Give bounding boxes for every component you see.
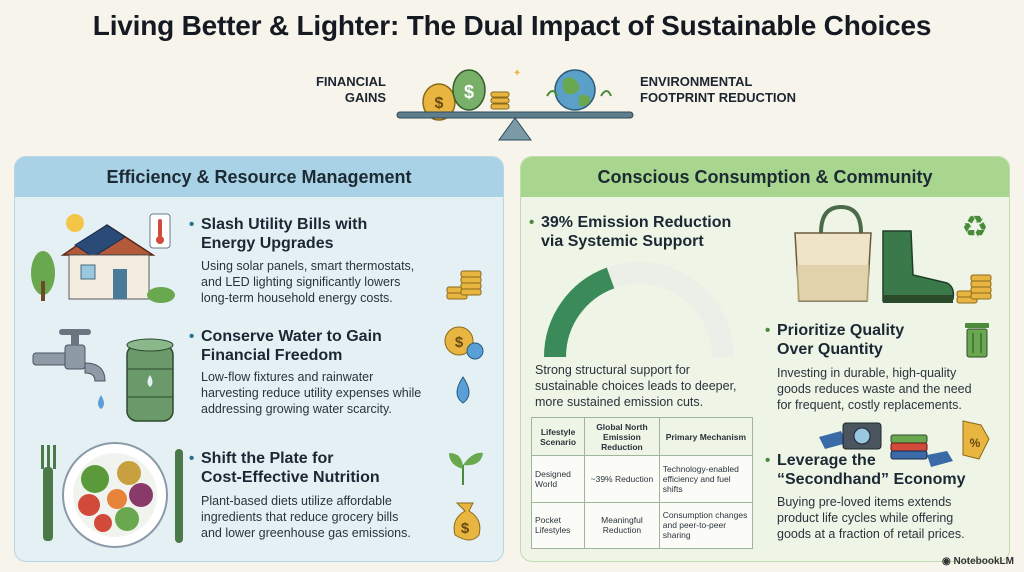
table-row: Pocket Lifestyles Meaningful Reduction C… xyxy=(530,501,754,549)
body-line: sustainable choices leads to deeper, xyxy=(535,379,737,393)
table-cell: Designed World xyxy=(530,455,586,503)
svg-text:$: $ xyxy=(461,520,470,537)
emission-reduction-heading: 39% Emission Reduction via Systemic Supp… xyxy=(529,213,732,251)
heading-line: via Systemic Support xyxy=(541,233,704,250)
table-cell: Meaningful Reduction xyxy=(584,501,660,549)
table-cell: ~39% Reduction xyxy=(584,455,660,503)
solar-house-icon xyxy=(31,214,175,303)
conscious-consumption-panel: Conscious Consumption & Community 39% Em… xyxy=(520,156,1010,562)
body-line: goods at a fraction of retail prices. xyxy=(777,527,965,541)
svg-text:%: % xyxy=(970,436,981,450)
financial-label-line1: FINANCIAL xyxy=(315,74,386,89)
body-line: Using solar panels, smart thermostats, xyxy=(201,259,415,273)
body-line: product life cycles while offering xyxy=(777,511,954,525)
body-line: Investing in durable, high-quality xyxy=(777,366,957,380)
heading-line: Financial Freedom xyxy=(201,347,343,364)
heading-line: Slash Utility Bills with xyxy=(201,216,368,233)
svg-text:♻: ♻ xyxy=(962,210,989,245)
body-line: and LED lighting significantly lowers xyxy=(201,275,401,289)
body-line: Buying pre-loved items extends xyxy=(777,495,952,509)
body-line: addressing growing water scarcity. xyxy=(201,402,392,416)
table-cell: Pocket Lifestyles xyxy=(530,501,586,549)
tote-bag-boot-icon xyxy=(794,205,955,303)
coin-stack-icon xyxy=(956,274,992,304)
emission-text: Strong structural support for sustainabl… xyxy=(535,362,737,410)
thermostat-icon xyxy=(149,213,171,249)
body-line: Plant-based diets utilize affordable xyxy=(201,494,392,508)
environmental-footprint-label: ENVIRONMENTAL FOOTPRINT REDUCTION xyxy=(640,74,840,106)
notebooklm-brand: ◉ NotebookLM xyxy=(942,556,1014,567)
body-line: ingredients that reduce grocery bills xyxy=(201,510,399,524)
heading-line: Energy Upgrades xyxy=(201,235,334,252)
financial-gains-label: FINANCIAL GAINS xyxy=(300,74,386,106)
faucet-barrel-icon xyxy=(32,329,174,422)
quality-text: Investing in durable, high-quality goods… xyxy=(777,365,972,413)
financial-label-line2: GAINS xyxy=(344,90,386,105)
page-title: Living Better & Lighter: The Dual Impact… xyxy=(92,10,932,41)
column-header: Global North Emission Reduction xyxy=(584,417,660,456)
table-cell: Technology-enabled efficiency and fuel s… xyxy=(658,455,754,503)
environment-label-line2: FOOTPRINT REDUCTION xyxy=(640,90,796,105)
gauge-fill xyxy=(544,267,615,358)
consumption-panel-heading: Conscious Consumption & Community xyxy=(521,157,1009,197)
quality-over-quantity-heading: Prioritize Quality Over Quantity xyxy=(765,321,905,359)
table-cell: Consumption changes and peer-to-peer sha… xyxy=(658,501,754,549)
heading-line: Cost-Effective Nutrition xyxy=(201,469,380,486)
svg-text:$: $ xyxy=(464,82,474,102)
secondhand-economy-heading: Leverage the “Secondhand” Economy xyxy=(765,451,966,489)
efficiency-panel-heading: Efficiency & Resource Management xyxy=(15,157,503,197)
conserve-water-text: Low-flow fixtures and rainwater harvesti… xyxy=(201,369,421,417)
heading-line: Over Quantity xyxy=(777,341,883,358)
heading-line: Prioritize Quality xyxy=(777,322,905,339)
table-row: Designed World ~39% Reduction Technology… xyxy=(530,455,754,503)
coin-stack-icon xyxy=(446,270,482,300)
body-line: harvesting reduce utility expenses while xyxy=(201,386,422,400)
body-line: long-term household energy costs. xyxy=(201,291,393,305)
svg-text:$: $ xyxy=(455,334,464,351)
coin-water-drop-icon: $ xyxy=(444,326,484,404)
brand-logo-icon: ◉ xyxy=(941,556,954,567)
column-header: Lifestyle Scenario xyxy=(530,417,586,456)
energy-upgrades-heading: Slash Utility Bills with Energy Upgrades xyxy=(189,215,368,253)
lifestyle-scenario-table: Lifestyle Scenario Global North Emission… xyxy=(530,417,754,549)
svg-text:✦: ✦ xyxy=(513,68,521,79)
body-line: Low-flow fixtures and rainwater xyxy=(201,370,374,384)
table-header-row: Lifestyle Scenario Global North Emission… xyxy=(530,417,754,456)
energy-upgrades-text: Using solar panels, smart thermostats, a… xyxy=(201,258,414,306)
environment-label-line1: ENVIRONMENTAL xyxy=(640,74,753,89)
balance-scale-icon: $ $ ✦ xyxy=(396,68,634,141)
body-line: goods reduces waste and the need xyxy=(777,382,972,396)
sprout-money-bag-icon: $ xyxy=(449,452,483,541)
heading-line: 39% Emission Reduction xyxy=(541,214,732,231)
emission-gauge xyxy=(544,262,734,358)
heading-line: Leverage the xyxy=(777,452,876,469)
body-line: and lower greenhouse gas emissions. xyxy=(201,526,411,540)
heading-line: “Secondhand” Economy xyxy=(777,471,966,488)
efficiency-panel: Efficiency & Resource Management Slash U… xyxy=(14,156,504,562)
vegetable-plate-icon xyxy=(41,442,183,548)
body-line: for frequent, costly replacements. xyxy=(777,398,962,412)
plant-based-heading: Shift the Plate for Cost-Effective Nutri… xyxy=(189,449,380,487)
column-header: Primary Mechanism xyxy=(658,417,754,456)
heading-line: Conserve Water to Gain xyxy=(201,328,382,345)
secondhand-text: Buying pre-loved items extends product l… xyxy=(777,494,965,542)
plant-based-text: Plant-based diets utilize affordable ing… xyxy=(201,493,411,541)
heading-line: Shift the Plate for xyxy=(201,450,334,467)
conserve-water-heading: Conserve Water to Gain Financial Freedom xyxy=(189,327,382,365)
body-line: Strong structural support for xyxy=(535,363,690,377)
recycle-icon: ♻ xyxy=(962,210,989,245)
svg-text:$: $ xyxy=(435,95,444,112)
brand-label: NotebookLM xyxy=(953,556,1014,567)
trash-bin-icon xyxy=(965,323,989,358)
body-line: more sustained emission cuts. xyxy=(535,395,704,409)
